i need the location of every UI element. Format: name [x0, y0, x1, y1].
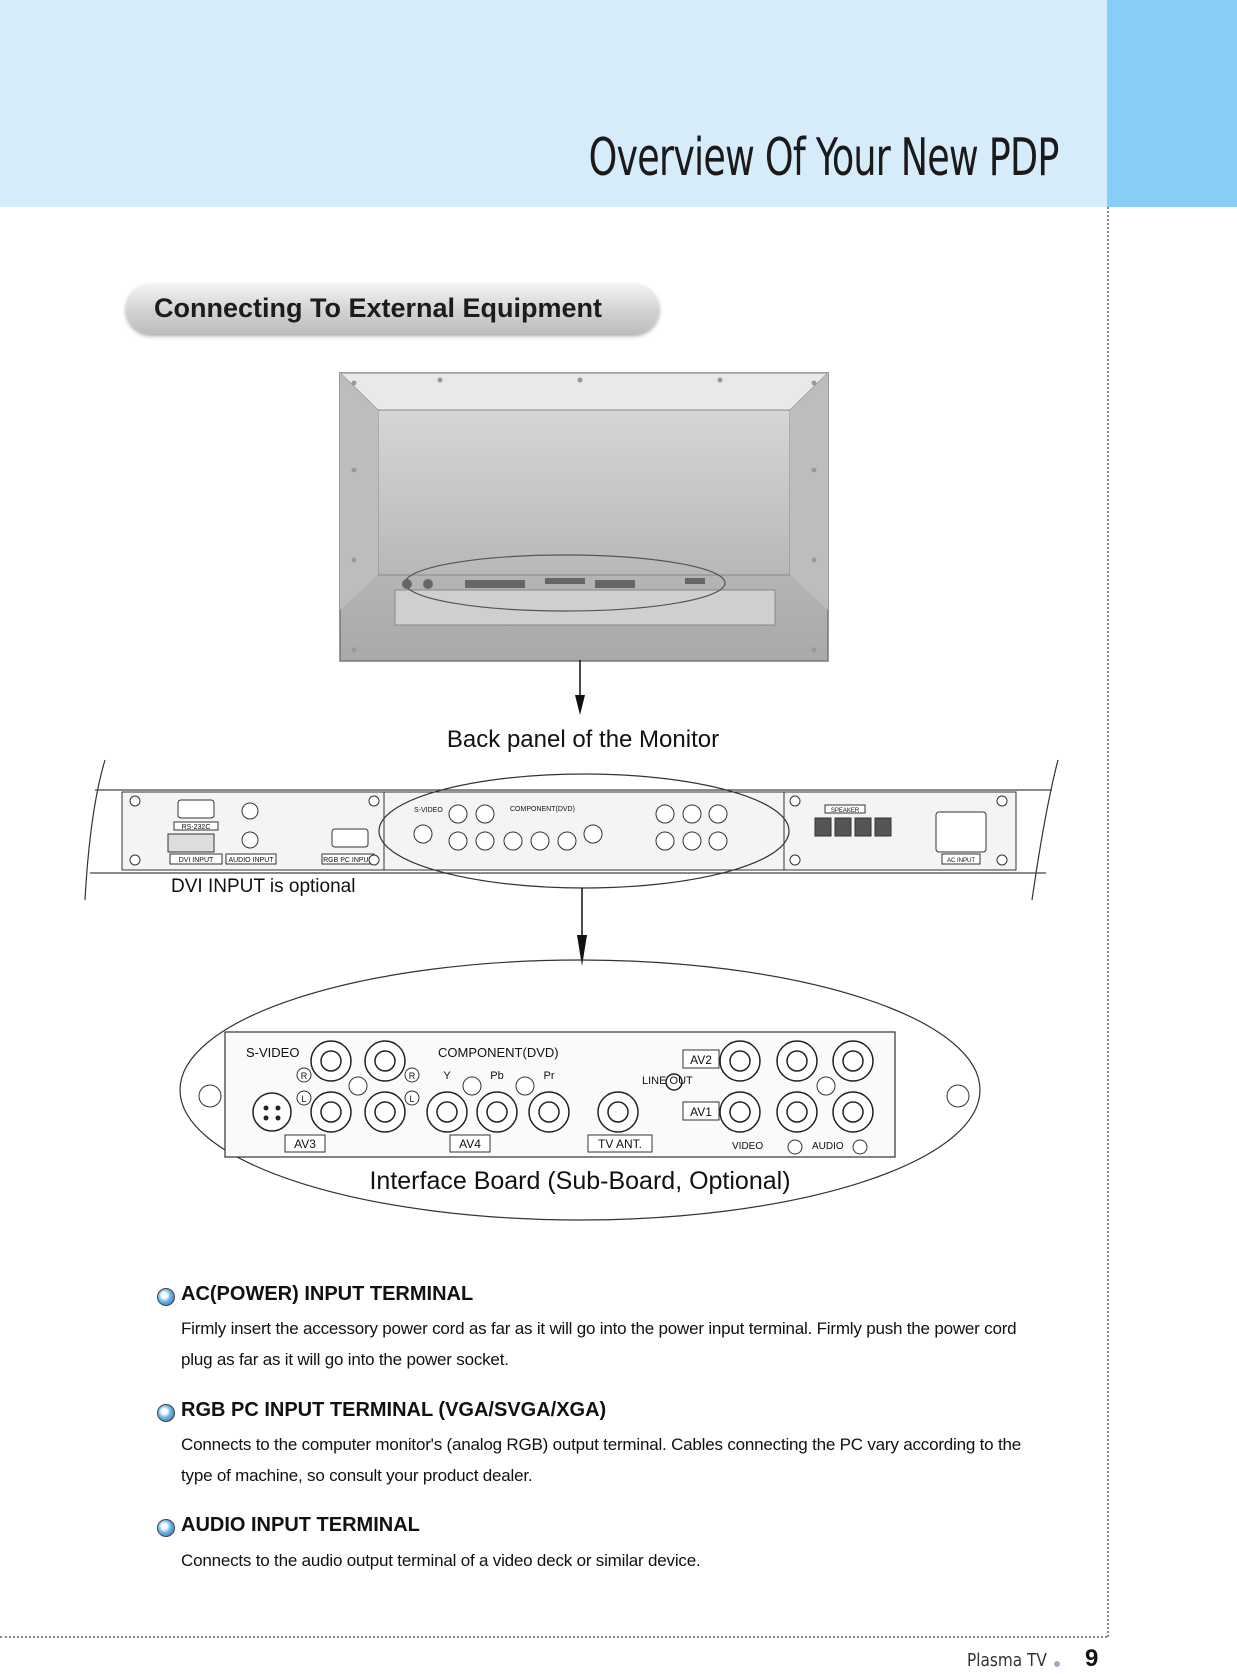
label-video: VIDEO: [732, 1141, 763, 1152]
label-rs232c: RS-232C: [182, 824, 211, 831]
label-ac-input: AC INPUT: [947, 858, 975, 864]
section-body-ac-power: Firmly insert the accessory power cord a…: [181, 1319, 1017, 1369]
footer-brand: Plasma TV: [967, 1650, 1047, 1671]
label-pr: Pr: [544, 1070, 555, 1082]
page-divider-horizontal: [0, 1636, 1107, 1638]
arrow-head: [575, 695, 585, 715]
label-component: COMPONENT(DVD): [438, 1045, 559, 1060]
section-body-audio-input: Connects to the audio output terminal of…: [181, 1551, 701, 1570]
interface-board-caption: Interface Board (Sub-Board, Optional): [369, 1167, 790, 1195]
page-title: Overview Of Your New PDP: [588, 128, 1060, 188]
label-r-2: R: [409, 1071, 416, 1081]
page-divider-vertical: [1107, 207, 1109, 1637]
label-audio: AUDIO: [812, 1141, 844, 1152]
label-l-2: L: [409, 1094, 414, 1104]
label-speaker: SPEAKER: [831, 808, 860, 814]
label-av2: AV2: [690, 1053, 712, 1067]
connection-diagram: Back panel of the Monitor RS-232C DVI IN…: [84, 372, 1059, 1221]
dvi-note: DVI INPUT is optional: [171, 876, 355, 897]
monitor-back-illustration: [338, 372, 830, 662]
section-title-rgb-pc: RGB PC INPUT TERMINAL (VGA/SVGA/XGA): [181, 1399, 607, 1421]
section-body-rgb-pc: Connects to the computer monitor's (anal…: [181, 1435, 1021, 1485]
section-title-ac-power: AC(POWER) INPUT TERMINAL: [181, 1283, 474, 1305]
label-component-small: COMPONENT(DVD): [510, 806, 575, 813]
back-panel-caption: Back panel of the Monitor: [447, 726, 719, 753]
bullet-icon: [157, 1288, 175, 1306]
bullet-icon: [157, 1519, 175, 1537]
label-av3: AV3: [294, 1137, 316, 1151]
label-pb: Pb: [490, 1070, 503, 1082]
label-y: Y: [443, 1070, 451, 1082]
label-audio-input: AUDIO INPUT: [228, 857, 274, 864]
label-line-out: LINE OUT: [642, 1075, 693, 1087]
arrow-head-2: [577, 935, 587, 966]
header-band: [0, 0, 1107, 207]
label-l-1: L: [301, 1094, 306, 1104]
footer-dot-icon: [1054, 1661, 1060, 1667]
bullet-icon: [157, 1404, 175, 1422]
section-heading-text: Connecting To External Equipment: [154, 293, 603, 323]
label-r-1: R: [301, 1071, 308, 1081]
interface-board-illustration: S-VIDEO COMPONENT(DVD): [179, 959, 981, 1221]
label-s-video-small: S-VIDEO: [414, 807, 443, 814]
label-av1: AV1: [690, 1105, 712, 1119]
label-rgb-pc-input: RGB PC INPUT: [323, 857, 374, 864]
label-dvi-input: DVI INPUT: [179, 857, 214, 864]
label-av4: AV4: [459, 1137, 481, 1151]
label-s-video: S-VIDEO: [246, 1045, 299, 1060]
section-heading-pill: Connecting To External Equipment: [126, 284, 659, 334]
back-panel-strip: RS-232C DVI INPUT AUDIO INPUT RGB PC INP…: [84, 759, 1059, 901]
label-tv-ant: TV ANT.: [598, 1137, 642, 1151]
page-number: 9: [1085, 1645, 1099, 1672]
header-tab: [1107, 0, 1237, 207]
section-title-audio-input: AUDIO INPUT TERMINAL: [181, 1514, 420, 1536]
